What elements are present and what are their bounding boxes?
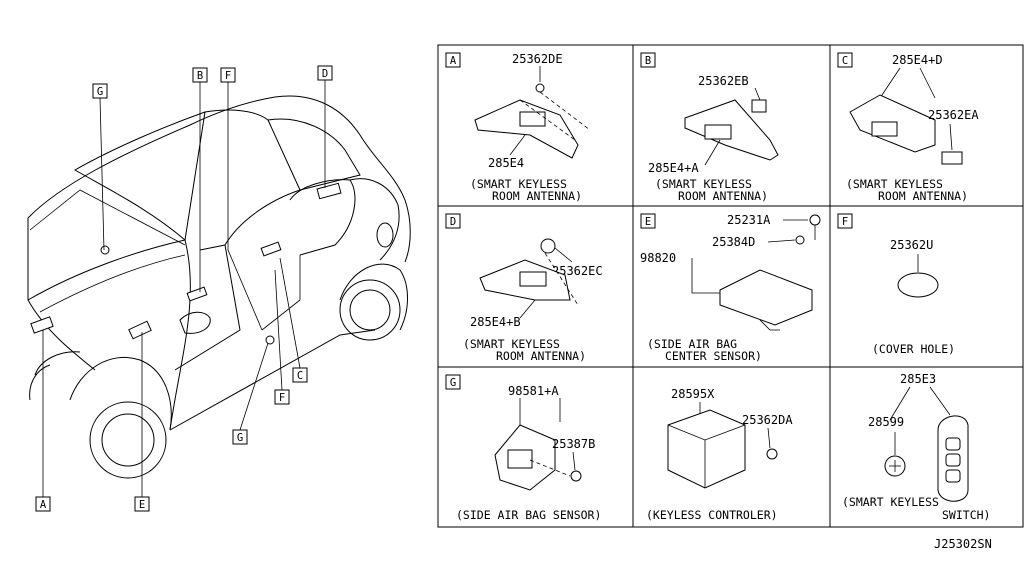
part-number: 285E4+B xyxy=(470,315,521,329)
svg-text:G: G xyxy=(237,432,243,444)
panel-letter: A xyxy=(450,55,457,67)
panel-letter: C xyxy=(842,55,848,67)
caption-line-2: ROOM ANTENNA) xyxy=(496,349,586,363)
car-illustration: A B C D E F F G xyxy=(27,65,411,512)
part-number: 285E4+A xyxy=(648,161,699,175)
panel-c: C 285E4+D 25362EA (SMART KEYLESS ROOM AN… xyxy=(837,52,979,203)
caption-line-1: (KEYLESS CONTROLER) xyxy=(646,508,778,522)
svg-text:F: F xyxy=(225,70,231,82)
car-callout-f-upper: F xyxy=(220,67,236,83)
part-number: 28599 xyxy=(868,415,904,429)
caption-line-2: ROOM ANTENNA) xyxy=(678,189,768,203)
caption-line-2: SWITCH) xyxy=(942,508,990,522)
car-callout-g-upper: G xyxy=(92,83,108,99)
diagram-code: J25302SN xyxy=(934,537,992,551)
caption-line-1: (SMART KEYLESS xyxy=(463,337,560,351)
panel-f: F 25362U (COVER HOLE) xyxy=(837,213,955,356)
part-number: 285E4+D xyxy=(892,53,943,67)
svg-text:G: G xyxy=(97,86,103,98)
caption-line-2: ROOM ANTENNA) xyxy=(878,189,968,203)
part-number: 25384D xyxy=(712,235,755,249)
panel-d: D 25362EC 285E4+B (SMART KEYLESS ROOM AN… xyxy=(445,213,603,363)
panel-smart-keyless-switch: 285E3 28599 (SMART KEYLESS SWITCH) xyxy=(842,372,990,522)
panel-keyless-controller: 28595X 25362DA (KEYLESS CONTROLER) xyxy=(646,387,793,522)
car-callout-d: D xyxy=(317,65,333,81)
caption-line-1: (SMART KEYLESS xyxy=(655,177,752,191)
part-number: 25362EB xyxy=(698,74,749,88)
part-number: 25387B xyxy=(552,437,595,451)
car-callout-a: A xyxy=(35,496,51,512)
panel-g: G 98581+A 25387B (SIDE AIR BAG SENSOR) xyxy=(445,374,601,522)
part-number: 285E3 xyxy=(900,372,936,386)
part-number: 25362DA xyxy=(742,413,793,427)
part-number: 25231A xyxy=(727,213,771,227)
svg-text:D: D xyxy=(322,68,328,80)
caption-line-1: (SIDE AIR BAG SENSOR) xyxy=(456,508,601,522)
part-number: 285E4 xyxy=(488,156,524,170)
panel-letter: B xyxy=(645,55,651,67)
part-number: 25362U xyxy=(890,238,933,252)
svg-text:A: A xyxy=(40,499,47,511)
panel-letter: E xyxy=(645,216,651,228)
panel-a: A 25362DE 285E4 (SMART KEYLESS ROOM ANTE… xyxy=(445,52,591,203)
car-callout-c: C xyxy=(292,367,308,383)
part-number: 98820 xyxy=(640,251,676,265)
caption-line-1: (SMART KEYLESS xyxy=(842,495,939,509)
caption-line-2: CENTER SENSOR) xyxy=(665,349,762,363)
car-callout-b: B xyxy=(192,67,208,83)
car-callout-e: E xyxy=(134,496,150,512)
svg-text:F: F xyxy=(279,392,285,404)
caption-line-1: (SIDE AIR BAG xyxy=(647,337,737,351)
part-number: 98581+A xyxy=(508,384,559,398)
svg-text:E: E xyxy=(139,499,145,511)
part-number: 28595X xyxy=(671,387,715,401)
panel-letter: D xyxy=(450,216,456,228)
panel-grid xyxy=(437,44,1024,528)
caption-line-2: ROOM ANTENNA) xyxy=(492,189,582,203)
caption-line-1: (SMART KEYLESS xyxy=(470,177,567,191)
panel-b: B 25362EB 285E4+A (SMART KEYLESS ROOM AN… xyxy=(640,52,779,203)
part-number: 25362EA xyxy=(928,108,979,122)
car-callout-f-lower: F xyxy=(274,389,290,405)
panel-letter: G xyxy=(450,377,456,389)
car-callout-g-lower: G xyxy=(232,429,248,445)
panel-letter: F xyxy=(842,216,848,228)
part-number: 25362DE xyxy=(512,52,563,66)
svg-text:B: B xyxy=(197,70,203,82)
caption-line-1: (SMART KEYLESS xyxy=(846,177,943,191)
panel-e: E 25231A 25384D 98820 (SIDE AIR BAG CENT… xyxy=(640,213,821,363)
caption-line-1: (COVER HOLE) xyxy=(872,342,955,356)
svg-text:C: C xyxy=(297,370,303,382)
